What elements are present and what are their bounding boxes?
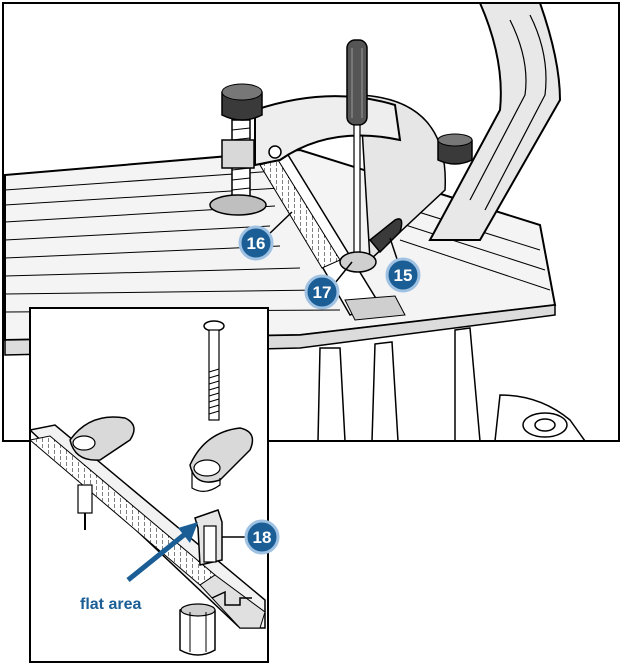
inset-nut: [194, 509, 223, 566]
table-legs: [317, 327, 586, 441]
fence-rail: [253, 149, 406, 321]
callout-15: 15: [385, 257, 421, 293]
callout-18: 18: [244, 519, 280, 555]
flat-area-label: flat area: [80, 596, 141, 613]
callout-15-label: 15: [394, 266, 413, 285]
inset-left-lever: [69, 416, 135, 530]
callout-18-label: 18: [253, 528, 272, 547]
callout-17-label: 17: [313, 283, 332, 302]
lock-knob: [437, 133, 473, 165]
leader-lines: [265, 211, 399, 284]
inset-view: flat area 18: [29, 307, 280, 663]
screw-head: [339, 218, 403, 273]
screwdriver: [346, 39, 368, 256]
inset-screw: [203, 320, 225, 421]
callout-16-label: 16: [247, 234, 266, 253]
handle-arm: [428, 3, 562, 241]
inset-sleeve: [179, 603, 216, 656]
main-view-border: [2, 2, 620, 442]
inset-exploded-lever: [189, 427, 254, 492]
callout-16: 16: [238, 225, 274, 261]
flat-area-arrow: [126, 522, 198, 582]
callout-17: 17: [304, 274, 340, 310]
